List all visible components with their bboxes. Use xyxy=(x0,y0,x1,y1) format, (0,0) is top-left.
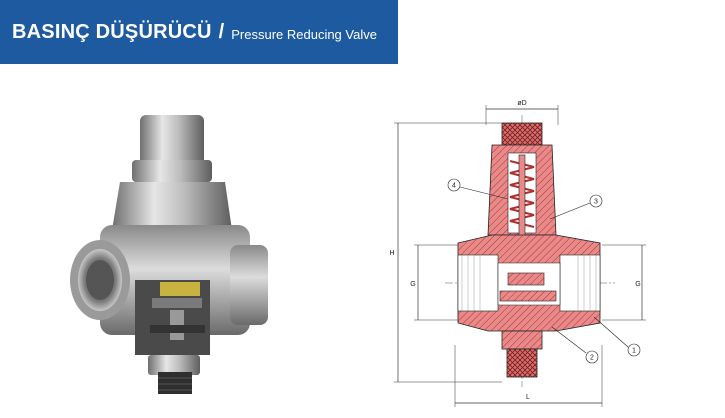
dim-diameter-label: øD xyxy=(517,100,526,107)
dim-g-left-label: G xyxy=(410,281,415,288)
title-turkish: BASINÇ DÜŞÜRÜCÜ xyxy=(12,20,212,43)
valve-cutaway-image xyxy=(70,115,268,394)
callout-1: 1 xyxy=(632,348,636,355)
callout-2: 2 xyxy=(590,355,594,362)
valve-technical-drawing: øD H G G L xyxy=(389,100,646,407)
title-separator: / xyxy=(218,20,225,43)
title-banner: BASINÇ DÜŞÜRÜCÜ / Pressure Reducing Valv… xyxy=(0,0,398,64)
dim-length-label: L xyxy=(526,394,530,401)
callout-4: 4 xyxy=(452,183,456,190)
title-english: Pressure Reducing Valve xyxy=(231,26,377,42)
callout-3: 3 xyxy=(594,199,598,206)
dim-g-right-label: G xyxy=(635,281,640,288)
dim-height-label: H xyxy=(389,250,394,257)
